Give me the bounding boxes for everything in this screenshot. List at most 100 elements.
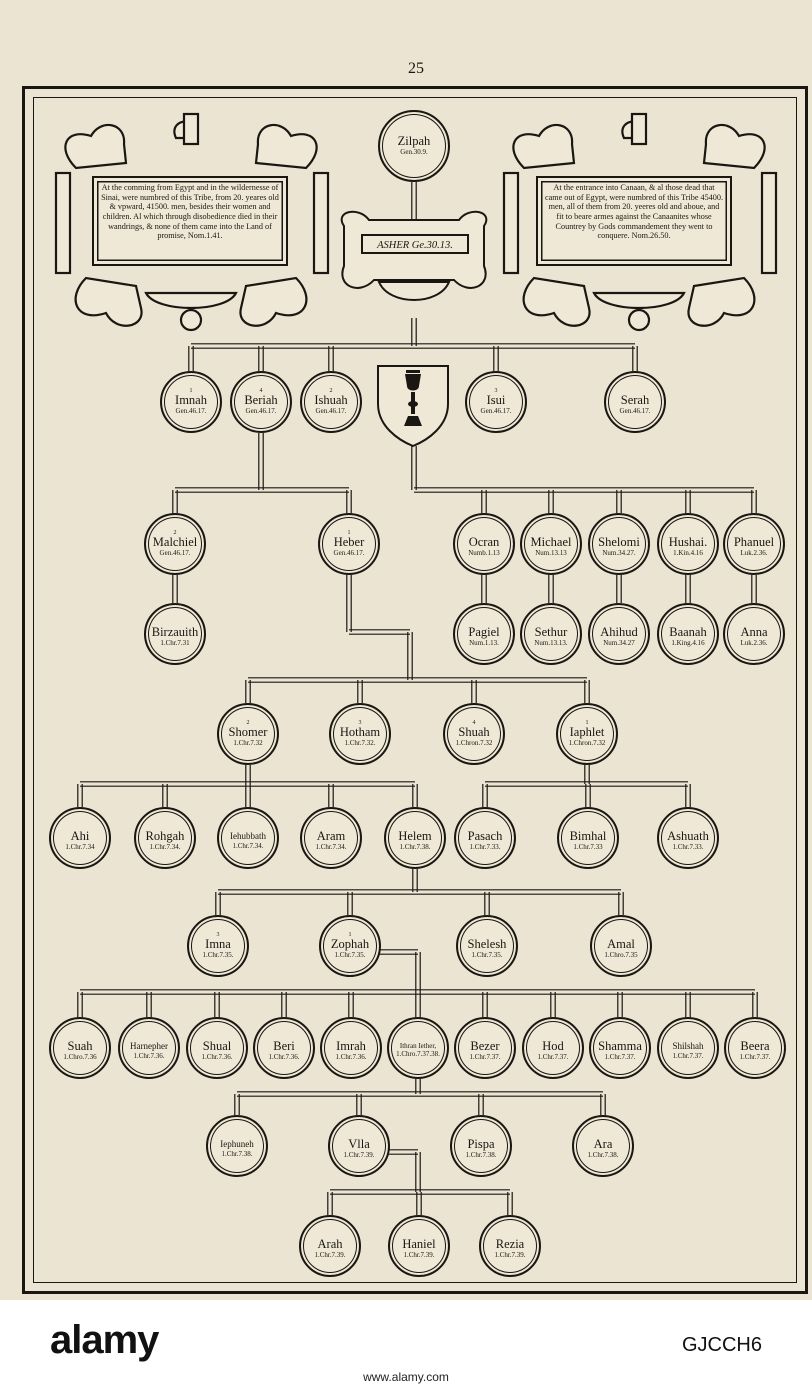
person-ref: 1.Chr.7.36.: [268, 1053, 300, 1062]
person-ref: 1.Chr.7.34: [65, 843, 95, 852]
person-ref: 1.Chr.7.38.: [465, 1151, 497, 1160]
person-name: Amal: [607, 937, 635, 952]
person-name: Ashuath: [667, 829, 709, 844]
person-ref: 1.Chr.7.33.: [672, 843, 704, 852]
person-name: Ahi: [70, 829, 90, 844]
person-name: Arah: [317, 1237, 343, 1252]
person-number: 3: [494, 388, 498, 395]
person-node-ithran: Ithran Iether,1.Chro.7.37.38.: [387, 1017, 449, 1079]
person-name: Phanuel: [733, 535, 775, 550]
person-ref: Gen.46.17.: [480, 407, 512, 416]
person-name: Imrah: [336, 1039, 366, 1054]
person-name: Birzauith: [151, 625, 199, 640]
person-name: Helem: [398, 829, 432, 844]
person-name: Imnah: [175, 393, 207, 408]
person-ref: 1.Chr.7.38.: [399, 843, 431, 852]
person-ref: Luk.2.36.: [740, 639, 768, 648]
person-name: Michael: [530, 535, 572, 550]
asher-ref: Ge.30.13.: [411, 240, 453, 251]
person-name: Beriah: [244, 393, 278, 408]
person-name: Iephuneh: [220, 1139, 254, 1150]
person-name: Hotham: [339, 725, 381, 740]
person-ref: 1.Chr.7.33.: [469, 843, 501, 852]
person-name: Malchiel: [152, 535, 198, 550]
person-ref: 1.Kin.4.16: [673, 549, 703, 558]
person-number: 1: [585, 720, 589, 727]
asher-plate-ornament: [340, 210, 488, 301]
person-ref: 1.Chr.7.35.: [334, 951, 366, 960]
person-ref: Luk.2.36.: [740, 549, 768, 558]
person-ref: 1.Chr.7.34.: [149, 843, 181, 852]
person-name: Harnepher: [130, 1041, 168, 1052]
person-ref: 1.Chr.7.39.: [343, 1151, 375, 1160]
person-name: Ahihud: [600, 625, 638, 640]
person-ref: 1.Chron.7.32: [455, 739, 493, 748]
person-name: Rezia: [495, 1237, 525, 1252]
person-ref: 1.Chr.7.33: [573, 843, 603, 852]
person-ref: 1.Chr.7.32: [233, 739, 263, 748]
person-name: Ara: [593, 1137, 613, 1152]
person-ref: Num.1.13.: [469, 639, 499, 648]
inner-frame: [33, 97, 797, 1283]
page-number: 25: [408, 60, 424, 77]
person-name: Pasach: [467, 829, 503, 844]
person-ref: 1.Chr.7.38.: [587, 1151, 619, 1160]
zilpah-name: Zilpah: [397, 134, 431, 149]
person-ref: 1.Chr.7.34.: [232, 841, 264, 850]
watermark-url: www.alamy.com: [363, 1370, 449, 1384]
person-ref: Gen.46.17.: [333, 549, 365, 558]
asher-plate: ASHER Ge.30.13.: [361, 234, 469, 254]
person-ref: 1.Chr.7.36.: [133, 1051, 165, 1060]
person-number: 2: [329, 388, 333, 395]
person-ref: 1.Chr.7.37.: [672, 1051, 704, 1060]
book-page: 25: [22, 60, 808, 1294]
person-ref: 1.Chr.7.39.: [403, 1251, 435, 1260]
watermark-logo: alamy: [50, 1318, 159, 1362]
person-ref: 1.King.4.16: [671, 639, 705, 648]
person-name: Beera: [740, 1039, 770, 1054]
person-name: Aram: [316, 829, 346, 844]
left-tablet: At the comming from Egypt and in the wil…: [92, 176, 288, 266]
person-ref: 1.Chr.7.35.: [202, 951, 234, 960]
left-cartouche-ornament: [54, 112, 330, 332]
person-name: Anna: [740, 625, 768, 640]
person-name: Ocran: [468, 535, 500, 550]
person-ref: 1.Chr.7.37.: [739, 1053, 771, 1062]
person-name: Shual: [202, 1039, 232, 1054]
person-name: Zophah: [330, 937, 370, 952]
right-cartouche-ornament: [502, 112, 778, 332]
person-ref: Num.34.27.: [602, 549, 636, 558]
person-ref: Numb.1.13: [468, 549, 500, 558]
person-ref: 1.Chro.7.35: [604, 951, 638, 960]
person-ref: Num.34.27: [603, 639, 635, 648]
person-ref: 1.Chr.7.36.: [201, 1053, 233, 1062]
person-ref: 1.Chr.7.34.: [315, 843, 347, 852]
